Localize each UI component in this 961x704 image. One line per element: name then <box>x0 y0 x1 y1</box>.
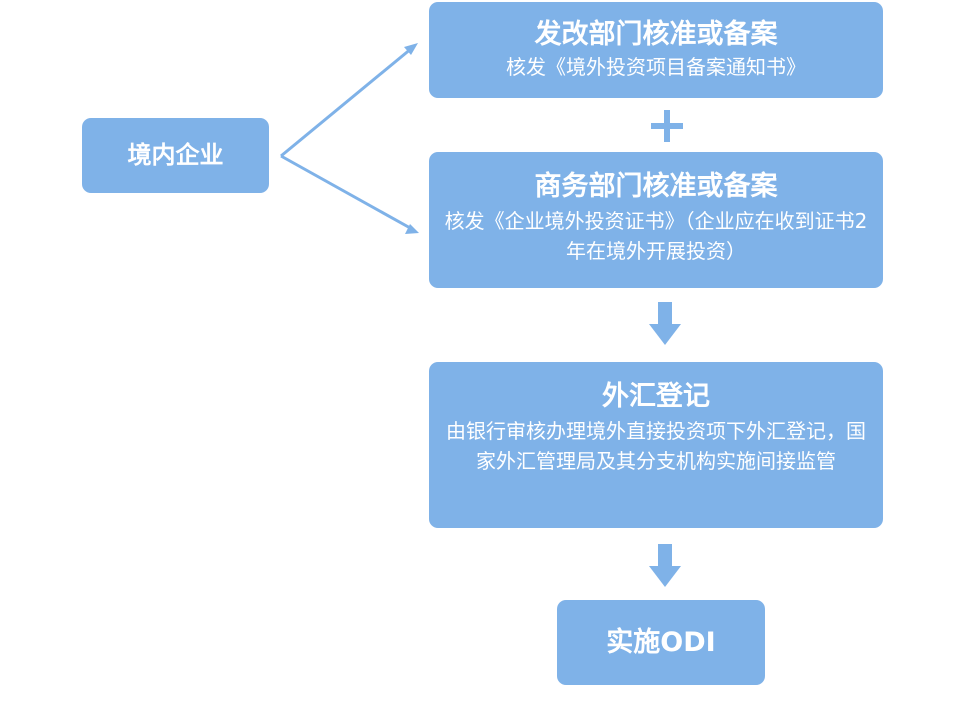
fx-registration-title: 外汇登记 <box>602 381 710 412</box>
down-arrow-1 <box>649 302 681 345</box>
ndrc-approval-desc: 核发《境外投资项目备案通知书》 <box>506 55 806 79</box>
commerce-approval-desc: 核发《企业境外投资证书》（企业应在收到证书2年在境外开展投资） <box>444 209 868 263</box>
implement-odi-node: 实施ODI <box>557 600 765 685</box>
implement-odi-label: 实施ODI <box>606 627 716 658</box>
commerce-approval-node: 商务部门核准或备案 核发《企业境外投资证书》（企业应在收到证书2年在境外开展投资… <box>429 152 883 288</box>
fx-registration-node: 外汇登记 由银行审核办理境外直接投资项下外汇登记，国家外汇管理局及其分支机构实施… <box>429 362 883 528</box>
plus-icon <box>651 110 683 142</box>
ndrc-approval-title: 发改部门核准或备案 <box>534 19 778 50</box>
fx-registration-desc: 由银行审核办理境外直接投资项下外汇登记，国家外汇管理局及其分支机构实施间接监管 <box>446 419 866 473</box>
ndrc-approval-node: 发改部门核准或备案 核发《境外投资项目备案通知书》 <box>429 2 883 98</box>
start-node-label: 境内企业 <box>127 141 224 169</box>
commerce-approval-title: 商务部门核准或备案 <box>534 171 778 202</box>
start-node-domestic-enterprise: 境内企业 <box>82 118 269 193</box>
branch-arrow-up <box>280 43 418 158</box>
down-arrow-2 <box>649 544 681 587</box>
branch-arrow-down <box>280 154 419 234</box>
